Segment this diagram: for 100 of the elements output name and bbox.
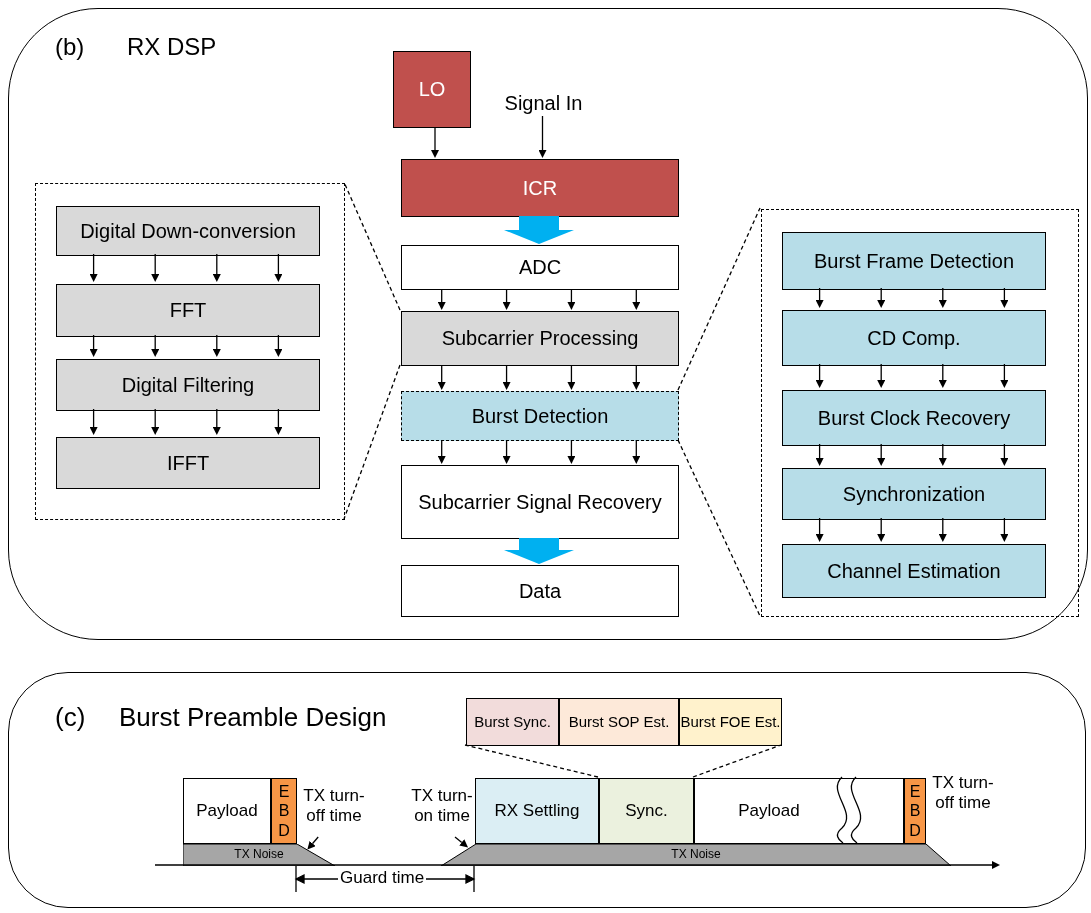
leader-line [454,836,469,848]
arrow [1000,443,1009,466]
block-label: RX Settling [494,801,580,821]
arrow [938,443,947,466]
arrow [815,363,824,388]
arrow [877,517,886,542]
payload-block [694,778,904,844]
timing-label: TX turn-off time [297,774,371,838]
arrow [567,439,576,464]
arrow [938,517,947,542]
leader-line [307,836,319,850]
zoom-frame [761,209,1079,617]
block-label: Digital Down-conversion [80,219,296,243]
panel-title: RX DSP [127,33,217,61]
block-label: Burst Clock Recovery [817,406,1011,430]
receiver-box [401,159,679,217]
block-label: Channel Estimation [827,559,1001,583]
arrow [431,126,439,158]
arrow [632,364,641,390]
block-label: E B D [277,782,291,840]
arrow [212,408,221,435]
process-box [401,245,679,290]
process-box [401,311,679,366]
arrow [274,334,283,357]
block-label: TX Noise [234,848,284,862]
block-label: ADC [518,256,562,279]
payload-block [183,778,271,844]
arrow [877,443,886,466]
panel-title: Burst Preamble Design [119,703,387,733]
zoom-line [692,744,782,778]
arrow [815,517,824,542]
process-box [56,206,320,256]
panel-label: (c) [55,703,86,733]
preamble-field [466,698,559,746]
process-box [401,391,679,441]
zoom-line [677,207,761,391]
preamble-field [679,698,782,746]
arrow [502,364,511,390]
block-label: FFT [169,299,207,322]
arrow [815,443,824,466]
arrow [632,288,641,310]
zoom-line [464,744,599,778]
block-label: IFFT [166,451,210,475]
zoom-frame [35,183,345,520]
arrow [274,408,283,435]
block-label: Synchronization [842,482,986,506]
sync-block [599,778,694,844]
zoom-line [343,364,401,520]
arrow [938,287,947,308]
block-label: Subcarrier Signal Recovery [418,490,662,514]
noise-band [183,844,335,866]
block-label: Burst FOE Est. [680,713,781,731]
block-label: Burst Detection [471,404,609,428]
oscillator-box [393,51,471,128]
panel-frame [8,8,1088,640]
block-label: Burst Frame Detection [813,249,1015,273]
arrow [567,364,576,390]
arrow [815,287,824,308]
block-label: Payload [196,801,258,821]
block-label: Data [518,579,562,603]
panel-label: (b) [55,33,85,61]
process-box [56,437,320,489]
arrow [151,334,160,357]
process-box [782,544,1046,598]
arrow [502,439,511,464]
arrow [1000,287,1009,308]
arrow [212,253,221,282]
block-label: ICR [522,176,558,200]
arrow [151,253,160,282]
arrow [938,363,947,388]
arrow [89,408,98,435]
block-label: Burst Sync. [474,713,551,731]
panel-frame [8,672,1086,908]
arrow [89,334,98,357]
block-label: Sync. [625,801,668,821]
block-label: Burst SOP Est. [568,713,670,731]
signal-label: Signal In [491,89,596,117]
process-box [56,284,320,337]
arrow [1000,517,1009,542]
arrow [567,288,576,310]
block-label: Subcarrier Processing [441,327,639,350]
zoom-line [343,181,401,311]
arrow [274,253,283,282]
settling-block [475,778,599,844]
block-label: Payload [738,801,800,821]
block-arrow [504,216,574,244]
process-box [782,232,1046,290]
arrow [437,439,446,464]
zoom-line [677,439,761,617]
process-box [782,468,1046,520]
block-label: CD Comp. [867,326,961,350]
arrow [632,439,641,464]
arrow [212,334,221,357]
process-box [401,465,679,539]
arrow [89,253,98,282]
arrow [502,288,511,310]
arrow [151,408,160,435]
arrow [437,364,446,390]
block-label: E B D [908,782,922,840]
output-box [401,565,679,617]
